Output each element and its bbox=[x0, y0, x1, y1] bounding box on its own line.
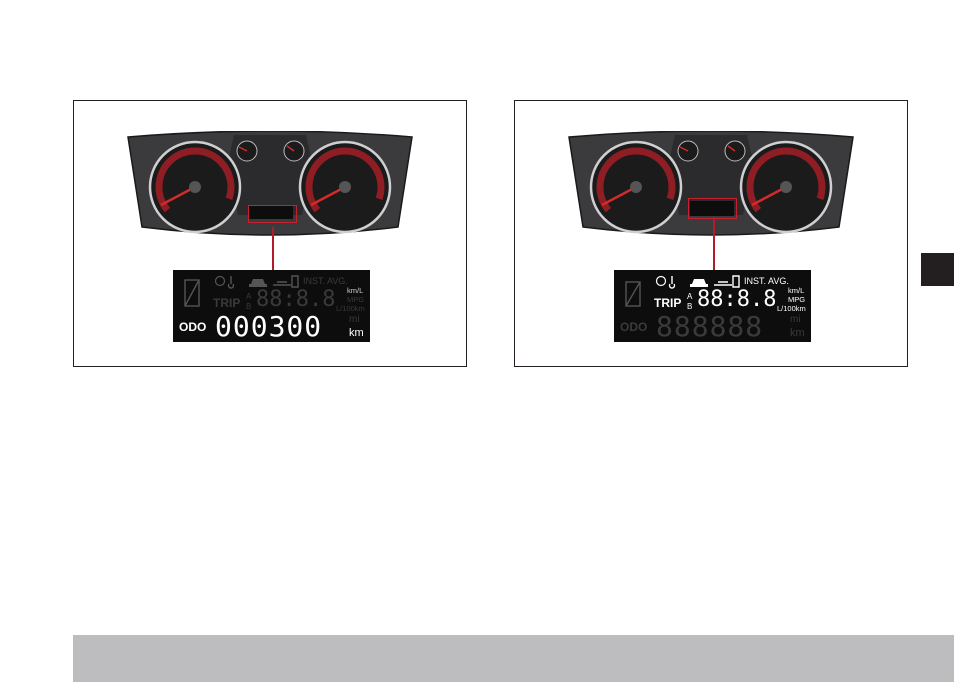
unit-liters-per-100km: L/100km bbox=[777, 305, 806, 313]
section-tab-marker bbox=[921, 253, 954, 286]
odo-label: ODO bbox=[179, 321, 206, 333]
inst-avg-label: INST. AVG. bbox=[744, 277, 789, 286]
trip-readout: 88:8.8 bbox=[697, 289, 776, 311]
clock-icon bbox=[657, 277, 666, 286]
fuel-pump-icon bbox=[733, 276, 739, 287]
lcd-display-left: INST. AVG. TRIP A B 88:8.8 km/L MPG L/10… bbox=[173, 270, 370, 342]
callout-leader-line bbox=[713, 217, 715, 271]
figure-right-trip: INST. AVG. TRIP A B 88:8.8 km/L MPG L/10… bbox=[514, 100, 908, 367]
unit-mpg: MPG bbox=[788, 296, 805, 304]
fuel-gauge-icon bbox=[626, 282, 640, 306]
display-highlight-box bbox=[248, 205, 297, 223]
temperature-icon bbox=[229, 276, 234, 288]
trip-label: TRIP bbox=[654, 297, 681, 309]
fuel-pump-icon bbox=[292, 276, 298, 287]
odometer-readout: 000300 bbox=[215, 313, 322, 341]
car-icon bbox=[249, 279, 267, 287]
trip-readout: 88:8.8 bbox=[256, 289, 335, 311]
trip-label: TRIP bbox=[213, 297, 240, 309]
temperature-icon bbox=[670, 276, 675, 288]
unit-miles: mi bbox=[349, 315, 360, 325]
unit-km-per-liter: km/L bbox=[347, 287, 363, 295]
instrument-cluster-right bbox=[563, 131, 859, 239]
trip-a-indicator: A bbox=[687, 293, 692, 301]
figure-left-odometer: INST. AVG. TRIP A B 88:8.8 km/L MPG L/10… bbox=[73, 100, 467, 367]
road-icon bbox=[273, 282, 291, 285]
unit-kilometers: km bbox=[790, 328, 805, 339]
clock-icon bbox=[216, 277, 225, 286]
inst-avg-label: INST. AVG. bbox=[303, 277, 348, 286]
unit-km-per-liter: km/L bbox=[788, 287, 804, 295]
fuel-gauge-icon bbox=[185, 280, 199, 306]
unit-kilometers: km bbox=[349, 328, 364, 339]
unit-mpg: MPG bbox=[347, 296, 364, 304]
display-highlight-box bbox=[688, 198, 737, 219]
trip-a-indicator: A bbox=[246, 293, 251, 301]
odometer-readout: 888888 bbox=[656, 313, 763, 341]
footer-bar bbox=[73, 635, 954, 682]
unit-miles: mi bbox=[790, 315, 801, 325]
lcd-display-right: INST. AVG. TRIP A B 88:8.8 km/L MPG L/10… bbox=[614, 270, 811, 342]
road-icon bbox=[714, 282, 732, 285]
odo-label: ODO bbox=[620, 321, 647, 333]
callout-leader-line bbox=[272, 227, 274, 271]
unit-liters-per-100km: L/100km bbox=[336, 305, 365, 313]
car-icon bbox=[690, 279, 708, 287]
